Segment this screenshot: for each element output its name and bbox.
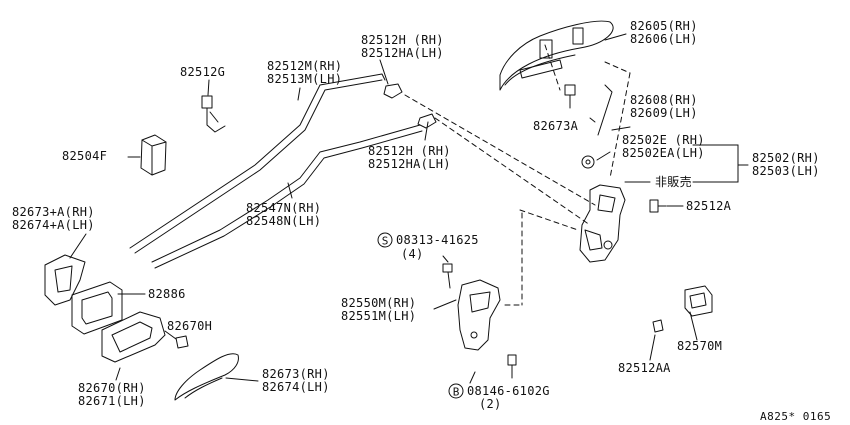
- label-bolt-08146: 08146-6102G: [467, 384, 550, 398]
- label-82605-82606: 82605(RH) 82606(LH): [630, 19, 698, 46]
- s-symbol: S: [382, 235, 389, 248]
- clip-82512G: [201, 95, 226, 133]
- label-82670-82671: 82670(RH) 82671(LH): [78, 381, 146, 408]
- label-82502E: 82502E (RH) 82502EA(LH): [622, 133, 705, 160]
- label-82673-82674: 82673(RH) 82674(LH): [262, 367, 330, 394]
- inside-handle-82670: [101, 311, 166, 363]
- escutcheon-82673A: [44, 254, 86, 306]
- figure-code: A825* 0165: [760, 410, 832, 423]
- rod-82608: [597, 84, 613, 136]
- rod-82547N: [151, 124, 423, 269]
- label-82673A-82674A: 82673+A(RH) 82674+A(LH): [12, 205, 95, 232]
- dashed-connections: [404, 44, 631, 306]
- outside-handle-82605: [499, 20, 614, 91]
- label-82512H-mid: 82512H (RH) 82512HA(LH): [368, 144, 451, 171]
- screw-82670H: [175, 335, 189, 349]
- label-bolt-08313-qty: (4): [401, 247, 424, 261]
- label-82512AA: 82512AA: [618, 361, 671, 375]
- clip-82512H-upper: [383, 83, 403, 99]
- label-82570M: 82570M: [677, 339, 723, 353]
- label-82608-82609: 82608(RH) 82609(LH): [630, 93, 698, 120]
- gasket-82886: [71, 281, 123, 335]
- bolt-08146: [507, 354, 517, 379]
- screw-82673A: [564, 84, 576, 109]
- label-82512M-82513M: 82512M(RH) 82513M(LH): [267, 59, 343, 86]
- label-82673A: 82673A: [533, 119, 579, 133]
- label-82504F: 82504F: [62, 149, 108, 163]
- label-82512G: 82512G: [180, 65, 226, 79]
- b-symbol: B: [453, 386, 460, 399]
- screw-82512A: [649, 199, 667, 213]
- leader-lines: [69, 33, 749, 384]
- striker-82570M: [684, 285, 713, 317]
- label-82512H-top: 82512H (RH) 82512HA(LH): [361, 33, 444, 60]
- pad-82504F: [140, 134, 167, 176]
- rod-82512M: [129, 73, 386, 254]
- circle-symbol-s: S: [377, 232, 393, 248]
- label-82550M-82551M: 82550M(RH) 82551M(LH): [341, 296, 417, 323]
- label-82670H: 82670H: [167, 319, 213, 333]
- label-82547N-82548N: 82547N(RH) 82548N(LH): [246, 201, 322, 228]
- bolt-08313: [442, 263, 453, 289]
- label-not-sold: 非販売: [655, 175, 692, 189]
- label-bolt-08146-qty: (2): [479, 397, 502, 411]
- label-82512A: 82512A: [686, 199, 732, 213]
- bezel-82673: [174, 353, 239, 401]
- screw-82512AA: [652, 319, 664, 333]
- regulator-82550M: [457, 279, 501, 351]
- circle-symbol-b: B: [448, 383, 464, 399]
- label-bolt-08313: 08313-41625: [396, 233, 479, 247]
- label-82502-82503: 82502(RH) 82503(LH): [752, 151, 820, 178]
- clip-82512H-lower: [417, 113, 437, 129]
- lock-assembly-82502: [579, 184, 626, 263]
- bushing-82502E: [581, 155, 595, 169]
- label-82886: 82886: [148, 287, 186, 301]
